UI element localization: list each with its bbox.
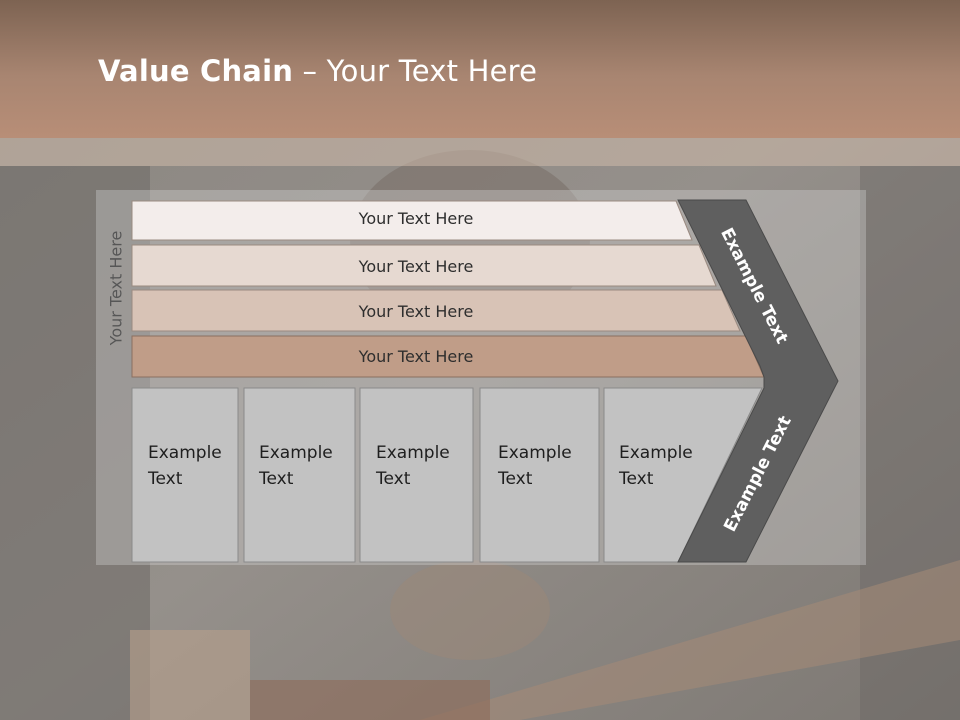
row-label: Your Text Here bbox=[358, 302, 474, 321]
row-label: Your Text Here bbox=[358, 209, 474, 228]
reflection-inner bbox=[0, 565, 960, 720]
header-strip bbox=[0, 138, 960, 166]
row-label: Your Text Here bbox=[358, 347, 474, 366]
header-band bbox=[0, 0, 960, 138]
row-bar[interactable] bbox=[131, 244, 717, 287]
diagram-reflection bbox=[0, 565, 960, 720]
box-label-line2: Text bbox=[619, 469, 654, 489]
row-bar[interactable] bbox=[131, 289, 741, 332]
row-label: Your Text Here bbox=[358, 257, 474, 276]
title-bold: Value Chain bbox=[98, 54, 294, 88]
reflection-shapes bbox=[0, 565, 960, 720]
box-label-line1: Example bbox=[376, 443, 450, 463]
title-rest: – Your Text Here bbox=[293, 54, 538, 88]
box-label-line1: Example bbox=[619, 443, 693, 463]
box-label-line2: Text bbox=[148, 469, 183, 489]
activity-box[interactable] bbox=[243, 387, 356, 563]
box-label-line2: Text bbox=[498, 469, 533, 489]
box-label-line2: Text bbox=[376, 469, 411, 489]
activity-box[interactable] bbox=[131, 387, 239, 563]
box-label-line1: Example bbox=[259, 443, 333, 463]
row-bar[interactable] bbox=[131, 200, 693, 241]
activity-box[interactable] bbox=[479, 387, 600, 563]
box-label-line1: Example bbox=[148, 443, 222, 463]
slide-title: Value Chain – Your Text Here bbox=[98, 54, 537, 88]
margin-chevron[interactable] bbox=[677, 199, 839, 563]
box-label-line1: Example bbox=[498, 443, 572, 463]
activity-box[interactable] bbox=[359, 387, 474, 563]
box-label-line2: Text bbox=[259, 469, 294, 489]
